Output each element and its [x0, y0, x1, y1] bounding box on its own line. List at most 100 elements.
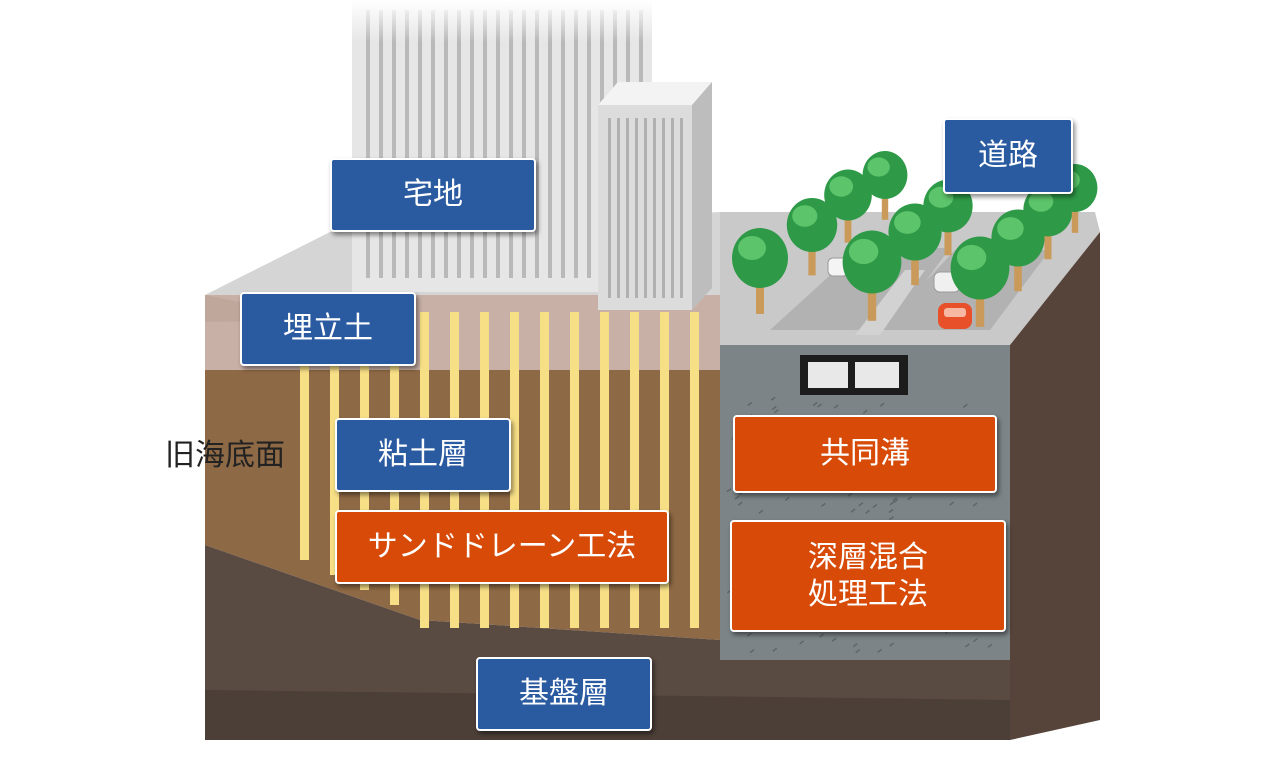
- tree-trunk: [944, 218, 952, 256]
- label-clay-layer: 粘土層: [335, 418, 511, 492]
- speckle: [737, 501, 743, 506]
- speckle: [892, 497, 898, 502]
- speckle: [852, 643, 858, 648]
- tree-highlight: [997, 217, 1024, 240]
- building-window-stripe: [457, 10, 461, 278]
- speckle: [889, 516, 894, 521]
- label-deep-mixing-line1: 深層混合: [808, 539, 928, 575]
- tree-trunk: [867, 276, 877, 321]
- speckle: [734, 495, 740, 500]
- building-window-stripe: [561, 10, 565, 278]
- tree-trunk: [881, 186, 889, 220]
- speckle: [879, 402, 885, 407]
- bedrock-layer: [205, 545, 1010, 740]
- tree-highlight: [829, 176, 854, 197]
- building-window-stripe: [635, 118, 638, 298]
- tree-highlight: [792, 205, 818, 227]
- speckle: [872, 503, 878, 509]
- tree-crown: [732, 228, 788, 288]
- building-window-stripe: [483, 10, 487, 278]
- tree-highlight: [848, 238, 879, 265]
- sand-drain-column: [570, 312, 579, 628]
- tree-highlight: [1028, 190, 1054, 212]
- speckle: [962, 403, 968, 408]
- building-window-stripe: [644, 118, 647, 298]
- tree-trunk: [844, 206, 852, 243]
- building-window-stripe: [587, 10, 591, 278]
- speckle: [949, 501, 955, 506]
- speckle: [893, 498, 899, 504]
- speckle: [987, 643, 993, 648]
- tree-highlight: [738, 236, 766, 260]
- building-window-stripe: [653, 118, 656, 298]
- speckle: [812, 401, 818, 407]
- speckle: [850, 508, 856, 513]
- speckle: [799, 640, 805, 645]
- small-building: [598, 82, 712, 310]
- building-window-stripe: [392, 10, 396, 278]
- speckle: [855, 648, 861, 654]
- sand-drain-column: [660, 312, 669, 628]
- label-road: 道路: [943, 118, 1073, 194]
- car-red: [938, 303, 972, 329]
- speckle: [831, 637, 837, 642]
- speckle: [746, 632, 752, 637]
- speckle: [972, 638, 978, 643]
- label-utility-tunnel: 共同溝: [733, 415, 997, 493]
- building-window-stripe: [470, 10, 474, 278]
- building-window-stripe: [548, 10, 552, 278]
- building-window-stripe: [680, 118, 683, 298]
- speckle: [726, 488, 732, 493]
- speckle: [817, 403, 823, 408]
- building-window-stripe: [662, 118, 665, 298]
- building-window-stripe: [366, 10, 370, 278]
- tree-trunk: [808, 237, 816, 276]
- block-right-face: [1010, 232, 1100, 740]
- speckle: [862, 409, 868, 414]
- building-window-stripe: [431, 10, 435, 278]
- tree-highlight: [867, 157, 890, 177]
- tree-highlight: [894, 211, 921, 234]
- building-window-stripe: [522, 10, 526, 278]
- speckle: [749, 648, 755, 654]
- label-residential: 宅地: [330, 158, 536, 232]
- speckle: [907, 496, 913, 501]
- speckle: [877, 648, 883, 654]
- tree-trunk: [911, 245, 919, 286]
- utility-tunnel-cell-left: [808, 362, 848, 388]
- tree-trunk: [756, 272, 764, 314]
- tree-trunk: [975, 282, 985, 327]
- sand-drain-column: [600, 312, 609, 628]
- building-window-stripe: [626, 118, 629, 298]
- building-window-stripe: [418, 10, 422, 278]
- speckle: [964, 643, 970, 648]
- tree-trunk: [1071, 199, 1079, 233]
- building-window-stripe: [444, 10, 448, 278]
- speckle: [784, 496, 790, 501]
- speckle: [820, 502, 826, 507]
- speckle: [771, 405, 777, 411]
- building-window-stripe: [574, 10, 578, 278]
- speckle: [888, 508, 894, 514]
- utility-tunnel-cell-right: [855, 362, 899, 388]
- label-bedrock: 基盤層: [476, 657, 652, 731]
- sand-drain-column: [690, 312, 699, 628]
- label-sand-drain: サンドドレーン工法: [335, 510, 669, 584]
- label-old-seabed: 旧海底面: [165, 438, 285, 473]
- building-window-stripe: [509, 10, 513, 278]
- label-reclaimed-soil: 埋立土: [240, 292, 416, 366]
- tree-highlight: [956, 244, 987, 271]
- building-window-stripe: [405, 10, 409, 278]
- sand-drain-column: [630, 312, 639, 628]
- speckle: [770, 396, 776, 401]
- speckle: [819, 633, 825, 638]
- sand-drain-column: [300, 340, 309, 560]
- speckle: [847, 492, 853, 497]
- speckle: [865, 509, 871, 514]
- speckle: [747, 401, 753, 406]
- speckle: [972, 502, 978, 507]
- speckle: [773, 409, 779, 414]
- building-window-stripe: [535, 10, 539, 278]
- tree-trunk: [1014, 251, 1022, 292]
